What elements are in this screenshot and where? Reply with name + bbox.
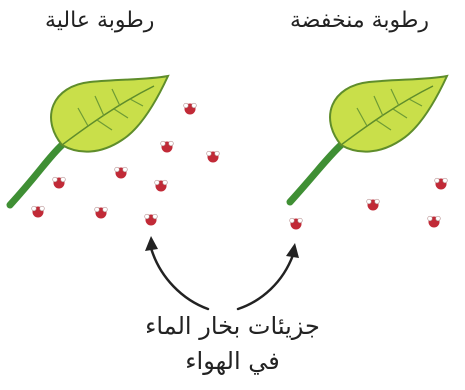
water-molecule [367,199,380,210]
water-molecule [161,141,174,152]
water-molecule [207,151,220,162]
water-molecule [290,218,303,229]
water-molecule [435,178,448,189]
leaf-stem [290,145,341,202]
water-molecule [155,180,168,191]
caption-line-2: في الهواء [0,345,465,377]
water-molecule [145,214,158,225]
water-molecules-low [290,178,448,229]
left-arrow [151,248,208,309]
left-arrow-head [145,236,158,251]
right-arrow [238,255,293,309]
water-molecule [53,177,66,188]
water-molecule [115,167,128,178]
leaf-high-humidity [10,76,168,205]
water-molecule [428,216,441,227]
water-molecule [184,103,197,114]
arrows [145,236,299,309]
leaf-low-humidity [290,76,447,202]
water-molecule [95,207,108,218]
caption-line-1: جزيئات بخار الماء [0,310,465,342]
right-arrow-head [286,243,299,258]
water-molecule [32,206,45,217]
leaf-stem [10,145,62,205]
